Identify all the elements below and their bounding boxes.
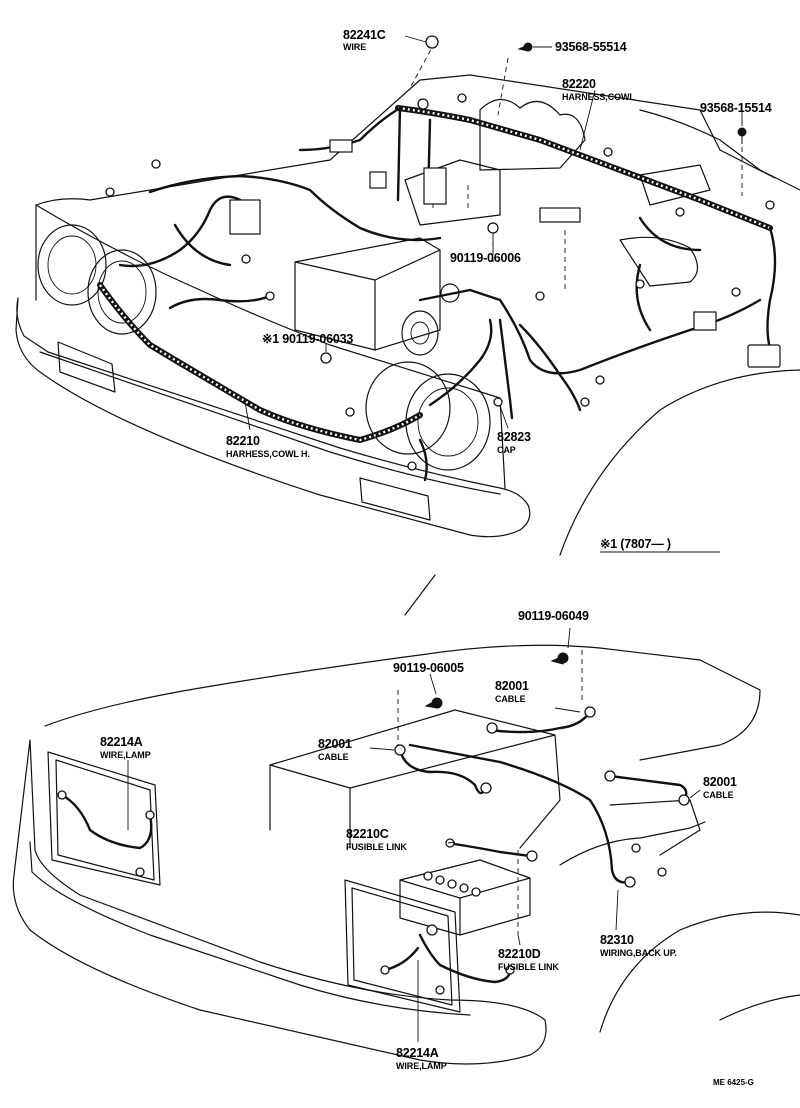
callout-90119-06049: 90119-06049 (518, 609, 589, 623)
drawing-code: ME 6425-G (713, 1078, 754, 1087)
callout-82001-a-desc: CABLE (495, 694, 526, 704)
callout-93568-55514: 93568-55514 (555, 40, 627, 54)
callout-82310-part-no: 82310 (600, 933, 634, 947)
callout-82210-desc: HARHESS,COWL H. (226, 449, 310, 459)
callout-82220-desc: HARNESS,COWL (562, 92, 635, 102)
lower-view-leaders (127, 627, 701, 1042)
callout-82210d: 82210D FUSIBLE LINK (498, 947, 559, 972)
callout-82001-a-part-no: 82001 (495, 679, 529, 693)
callout-82210d-desc: FUSIBLE LINK (498, 962, 559, 972)
callout-82001-c: 82001 CABLE (703, 775, 737, 800)
callout-82210d-part-no: 82210D (498, 947, 541, 961)
callout-93568-55514-part-no: 93568-55514 (555, 40, 627, 54)
upper-view-harness (97, 105, 777, 482)
lower-view-fasteners (57, 652, 690, 995)
callout-82001-c-part-no: 82001 (703, 775, 737, 789)
callout-82214a-left: 82214A WIRE,LAMP (100, 735, 151, 760)
callout-82001-b-desc: CABLE (318, 752, 349, 762)
callout-82220: 82220 HARNESS,COWL (562, 77, 636, 102)
callout-82823-part-no: 82823 (497, 430, 531, 444)
callout-82220-part-no: 82220 (562, 77, 596, 91)
callout-82214a-bottom-part-no: 82214A (396, 1046, 439, 1060)
lower-view-vehicle-outline (12, 574, 800, 1065)
callout-82214a-left-desc: WIRE,LAMP (100, 750, 151, 760)
callout-90119-06033: ※1 90119-06033 (262, 332, 354, 346)
callout-82210c: 82210C FUSIBLE LINK (346, 827, 407, 852)
callout-82310: 82310 WIRING,BACK UP. (600, 933, 677, 958)
callout-82001-b: 82001 CABLE (318, 737, 352, 762)
callout-82210c-desc: FUSIBLE LINK (346, 842, 407, 852)
callout-82823: 82823 CAP (497, 430, 531, 455)
callout-82241c: 82241C WIRE (343, 28, 386, 52)
callout-90119-06033-part-no: ※1 90119-06033 (262, 332, 353, 346)
callout-90119-06005: 90119-06005 (393, 661, 464, 675)
callout-82823-desc: CAP (497, 445, 516, 455)
callout-82310-desc: WIRING,BACK UP. (600, 948, 677, 958)
callout-82214a-bottom: 82214A WIRE,LAMP (396, 1046, 447, 1071)
callout-82241c-desc: WIRE (343, 42, 366, 52)
upper-view-vehicle-outline (15, 41, 800, 556)
callout-82210-part-no: 82210 (226, 434, 260, 448)
callout-82210: 82210 HARHESS,COWL H. (226, 434, 310, 459)
callout-93568-15514-part-no: 93568-15514 (700, 101, 772, 115)
callout-82001-c-desc: CABLE (703, 790, 734, 800)
callout-90119-06049-part-no: 90119-06049 (518, 609, 589, 623)
callout-82001-b-part-no: 82001 (318, 737, 352, 751)
callout-90119-06005-part-no: 90119-06005 (393, 661, 464, 675)
callout-82214a-bottom-desc: WIRE,LAMP (396, 1061, 447, 1071)
callout-90119-06006-part-no: 90119-06006 (450, 251, 521, 265)
upper-view-leaders (244, 35, 743, 553)
footnote-text: ※1 (7807— ) (600, 537, 671, 551)
callout-82241c-part-no: 82241C (343, 28, 386, 42)
callout-90119-06006: 90119-06006 (450, 251, 521, 265)
callout-82210c-part-no: 82210C (346, 827, 389, 841)
callout-93568-15514: 93568-15514 (700, 101, 772, 115)
callout-82214a-left-part-no: 82214A (100, 735, 143, 749)
callout-82001-a: 82001 CABLE (495, 679, 529, 704)
